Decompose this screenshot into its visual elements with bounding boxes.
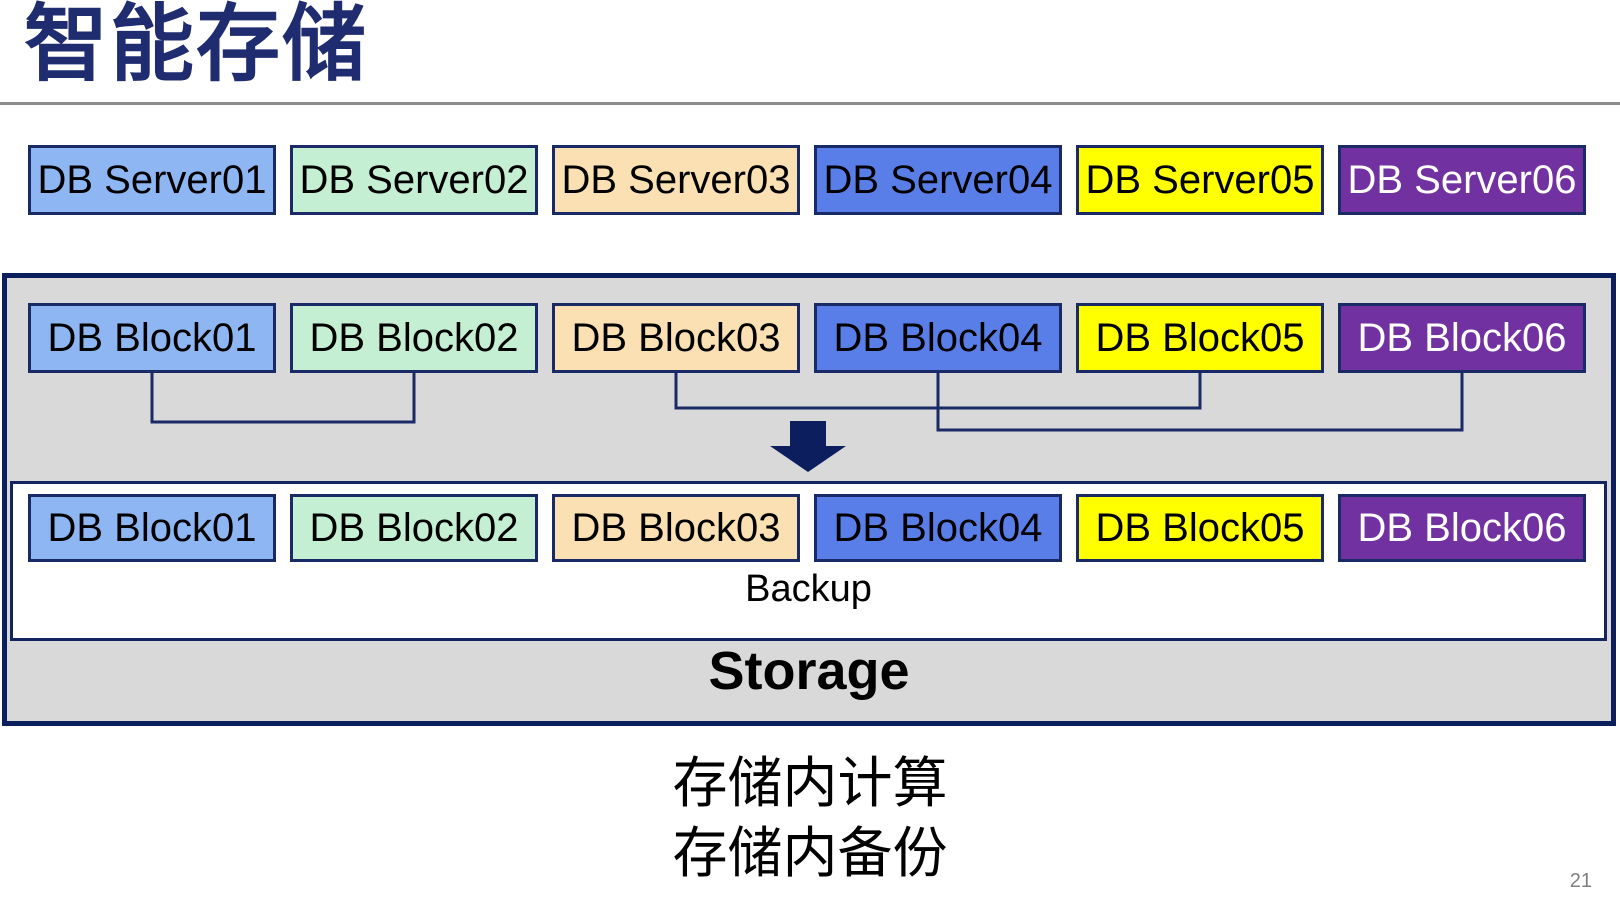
server-box-6: DB Server06 (1338, 145, 1586, 215)
server-box-1: DB Server01 (28, 145, 276, 215)
caption-text: 存储内计算 存储内备份 (0, 748, 1620, 888)
slide-title: 智能存储 (24, 0, 369, 91)
server-box-5: DB Server05 (1076, 145, 1324, 215)
block-bottom-box-3: DB Block03 (552, 494, 800, 562)
down-arrow-icon (770, 421, 846, 472)
block-top-box-3: DB Block03 (552, 303, 800, 373)
server-box-3: DB Server03 (552, 145, 800, 215)
block-top-box-5: DB Block05 (1076, 303, 1324, 373)
server-box-4: DB Server04 (814, 145, 1062, 215)
block-bottom-box-4: DB Block04 (814, 494, 1062, 562)
block-top-box-1: DB Block01 (28, 303, 276, 373)
block-top-box-4: DB Block04 (814, 303, 1062, 373)
caption-line-2: 存储内备份 (672, 822, 948, 884)
title-divider (0, 102, 1620, 105)
block-bottom-box-5: DB Block05 (1076, 494, 1324, 562)
block-bottom-box-2: DB Block02 (290, 494, 538, 562)
backup-label: Backup (745, 568, 872, 610)
server-box-2: DB Server02 (290, 145, 538, 215)
caption-line-1: 存储内计算 (672, 752, 948, 814)
storage-label: Storage (708, 641, 910, 701)
block-bottom-box-6: DB Block06 (1338, 494, 1586, 562)
block-top-box-2: DB Block02 (290, 303, 538, 373)
connector-block01-block02 (150, 373, 416, 424)
connector-block03-block05 (674, 373, 1202, 410)
block-bottom-box-1: DB Block01 (28, 494, 276, 562)
block-top-box-6: DB Block06 (1338, 303, 1586, 373)
page-number: 21 (1569, 870, 1592, 892)
connector-block04-block06 (936, 373, 1464, 432)
